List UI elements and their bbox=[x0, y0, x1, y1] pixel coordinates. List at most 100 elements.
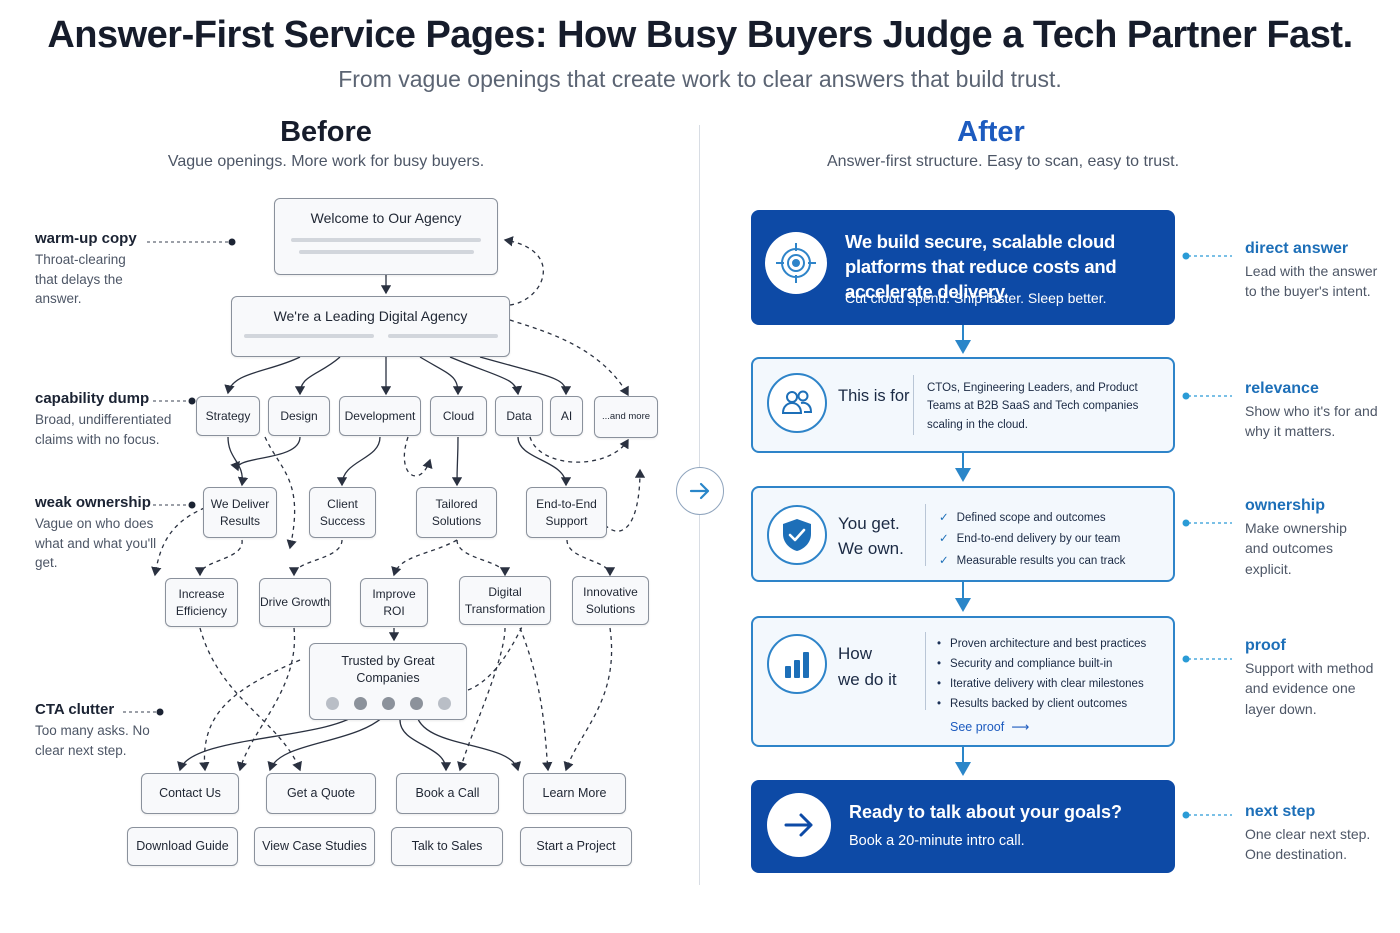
outcome-box: Innovative Solutions bbox=[572, 576, 649, 625]
method-list: •Proven architecture and best practices … bbox=[937, 634, 1146, 715]
outcome-box: Increase Efficiency bbox=[165, 578, 238, 627]
annotation-text: Show who it's for and why it matters. bbox=[1245, 403, 1378, 440]
check-icon: ✓ bbox=[939, 554, 949, 567]
users-icon bbox=[767, 373, 827, 433]
trusted-by-label: Trusted by Great Companies bbox=[341, 654, 435, 685]
see-proof-link[interactable]: See proof⟶ bbox=[950, 720, 1030, 734]
cta-view-case-studies-button[interactable]: View Case Studies bbox=[254, 827, 375, 866]
annotation-weak-ownership: weak ownership Vague on who does what an… bbox=[35, 494, 165, 573]
annotation-title: proof bbox=[1245, 637, 1286, 654]
capability-box: AI bbox=[550, 396, 583, 436]
target-icon bbox=[765, 232, 827, 294]
ownership-label: You get. We own. bbox=[838, 512, 904, 561]
claim-box: We Deliver Results bbox=[203, 487, 277, 538]
list-item: •Proven architecture and best practices bbox=[937, 638, 1147, 650]
annotation-title: next step bbox=[1245, 803, 1316, 820]
capability-box: Design bbox=[268, 396, 330, 436]
annotation-title: CTA clutter bbox=[35, 701, 115, 718]
capability-box: Development bbox=[339, 396, 421, 436]
annotation-text: Vague on who does what and what you'll g… bbox=[35, 516, 157, 571]
cta-headline: Ready to talk about your goals? bbox=[849, 802, 1123, 822]
cta-card[interactable]: Ready to talk about your goals? Book a 2… bbox=[751, 780, 1175, 873]
audience-text: CTOs, Engineering Leaders, and Product T… bbox=[927, 382, 1139, 431]
outcome-box: Digital Transformation bbox=[459, 576, 551, 625]
cta-learn-more-button[interactable]: Learn More bbox=[523, 773, 626, 814]
hero-answer-card: We build secure, scalable cloud platform… bbox=[751, 210, 1175, 325]
annotation-text: Lead with the answer to the buyer's inte… bbox=[1245, 263, 1378, 300]
list-item: ✓Defined scope and outcomes bbox=[939, 512, 1106, 524]
audience-card: This is for CTOs, Engineering Leaders, a… bbox=[751, 357, 1175, 453]
list-item: •Results backed by client outcomes bbox=[937, 698, 1128, 711]
annotation-title: weak ownership bbox=[35, 494, 151, 511]
placeholder-lines bbox=[243, 326, 498, 338]
cta-download-guide-button[interactable]: Download Guide bbox=[127, 827, 238, 866]
placeholder-line bbox=[291, 237, 481, 242]
annotation-ownership: ownership Make ownership and outcomes ex… bbox=[1245, 497, 1355, 579]
cta-subtext: Book a 20-minute intro call. bbox=[849, 833, 1025, 849]
cta-contact-us-button[interactable]: Contact Us bbox=[141, 773, 239, 814]
before-subheading: Vague openings. More work for busy buyer… bbox=[167, 153, 485, 170]
annotation-warm-up-copy: warm-up copy Throat-clearing that delays… bbox=[35, 230, 145, 309]
check-icon: ✓ bbox=[939, 512, 949, 524]
annotation-capability-dump: capability dump Broad, undifferentiated … bbox=[35, 390, 185, 449]
list-item: •Iterative delivery with clear milestone… bbox=[937, 678, 1144, 691]
annotation-title: warm-up copy bbox=[35, 230, 137, 247]
capability-box: ...and more bbox=[594, 396, 658, 438]
how-label: How we do it bbox=[838, 641, 897, 692]
annotation-text: Make ownership and outcomes explicit. bbox=[1245, 520, 1347, 577]
annotation-direct-answer: direct answer Lead with the answer to th… bbox=[1245, 240, 1385, 302]
annotation-text: Throat-clearing that delays the answer. bbox=[35, 252, 126, 307]
leading-agency-label: We're a Leading Digital Agency bbox=[273, 308, 468, 324]
bar-chart-icon bbox=[767, 634, 827, 694]
card-divider bbox=[925, 504, 926, 566]
list-item: ✓End-to-end delivery by our team bbox=[939, 533, 1121, 546]
annotation-title: direct answer bbox=[1245, 240, 1349, 257]
card-divider bbox=[925, 632, 926, 710]
hero-headline: We build secure, scalable cloud platform… bbox=[845, 231, 1117, 302]
arrow-right-icon: ⟶ bbox=[1011, 720, 1030, 734]
ownership-card: You get. We own. ✓Defined scope and outc… bbox=[751, 486, 1175, 582]
arrow-right-icon bbox=[767, 793, 831, 857]
how-label-line1: How bbox=[838, 644, 873, 663]
cta-start-project-button[interactable]: Start a Project bbox=[520, 827, 632, 866]
annotation-title: relevance bbox=[1245, 380, 1319, 397]
ownership-label-line2: We own. bbox=[838, 538, 904, 558]
ownership-label-line1: You get. bbox=[838, 514, 900, 533]
annotation-text: Too many asks. No clear next step. bbox=[35, 723, 150, 758]
capability-box: Data bbox=[495, 396, 543, 436]
annotation-text: Broad, undifferentiated claims with no f… bbox=[35, 412, 172, 447]
outcome-box: Drive Growth bbox=[259, 578, 331, 627]
shield-check-icon bbox=[767, 505, 827, 565]
annotation-next-step: next step One clear next step. One desti… bbox=[1245, 803, 1380, 865]
annotation-title: capability dump bbox=[35, 390, 150, 407]
annotation-title: ownership bbox=[1245, 497, 1326, 514]
how-label-line2: we do it bbox=[838, 669, 897, 689]
check-icon: ✓ bbox=[939, 533, 949, 546]
list-item: •Security and compliance built-in bbox=[937, 658, 1113, 671]
claim-box: Tailored Solutions bbox=[416, 487, 497, 538]
cta-talk-to-sales-button[interactable]: Talk to Sales bbox=[391, 827, 503, 866]
annotation-relevance: relevance Show who it's for and why it m… bbox=[1245, 380, 1380, 442]
before-heading: Before bbox=[280, 116, 372, 148]
annotation-text: Support with method and evidence one lay… bbox=[1245, 660, 1374, 717]
annotation-cta-clutter: CTA clutter Too many asks. No clear next… bbox=[35, 701, 160, 760]
welcome-label: Welcome to Our Agency bbox=[310, 210, 462, 226]
welcome-box: Welcome to Our Agency bbox=[274, 198, 498, 275]
placeholder-line bbox=[298, 249, 474, 254]
page-title: Answer-First Service Pages: How Busy Buy… bbox=[47, 14, 1353, 56]
capability-box: Cloud bbox=[430, 396, 487, 436]
annotation-proof: proof Support with method and evidence o… bbox=[1245, 637, 1385, 719]
after-subheading: Answer-first structure. Easy to scan, ea… bbox=[826, 153, 1180, 170]
capability-box: Strategy bbox=[196, 396, 260, 436]
annotation-text: One clear next step. One destination. bbox=[1245, 826, 1371, 863]
page-subtitle: From vague openings that create work to … bbox=[338, 66, 1062, 92]
cta-book-call-button[interactable]: Book a Call bbox=[396, 773, 499, 814]
outcome-box: Improve ROI bbox=[360, 578, 428, 627]
trusted-by-box: Trusted by Great Companies bbox=[309, 643, 467, 720]
proof-card: How we do it •Proven architecture and be… bbox=[751, 616, 1175, 747]
hero-tagline: Cut cloud spend. Ship faster. Sleep bett… bbox=[845, 290, 1107, 306]
transition-arrow-icon bbox=[676, 467, 724, 515]
ownership-list: ✓Defined scope and outcomes ✓End-to-end … bbox=[939, 508, 1125, 572]
cta-get-quote-button[interactable]: Get a Quote bbox=[266, 773, 376, 814]
audience-label: This is for bbox=[838, 387, 910, 405]
